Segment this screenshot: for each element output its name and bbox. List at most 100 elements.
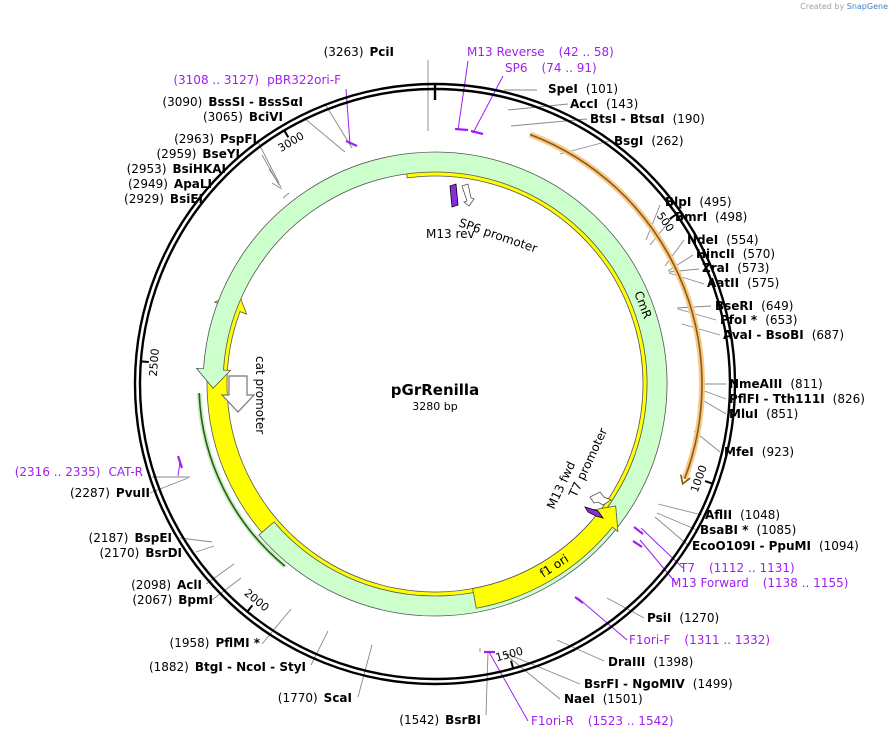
primer-pbr322ori-f: (3108 .. 3127)pBR322ori-F (173, 73, 341, 87)
leader-line (205, 563, 235, 585)
primer-leader (457, 60, 469, 131)
leader-line (271, 182, 283, 190)
site-ndei: NdeI(554) (687, 233, 759, 247)
feature-orf-arrowhead (680, 474, 691, 486)
primer-site-mark (633, 526, 644, 535)
site-aflii: AflII(1048) (705, 508, 780, 522)
site-nmeaiii: NmeAIII(811) (729, 377, 823, 391)
leader-line (211, 577, 242, 601)
site-pcii: (3263)PciI (324, 45, 394, 59)
m13-fwd-feature (584, 491, 612, 519)
site-scai: (1770)ScaI (278, 691, 352, 705)
leader-line (649, 217, 673, 246)
primer-site-mark (574, 596, 584, 604)
leader-line (667, 254, 694, 272)
leader-line (195, 545, 215, 553)
cat-promoter-label: cat promoter (253, 356, 267, 434)
plasmid-name: pGrRenilla (391, 381, 479, 399)
site-zrai: ZraI(573) (702, 261, 769, 275)
tick-label-2500: 2500 (147, 348, 162, 377)
primer-site-mark (345, 139, 358, 148)
site-bsssi: (3090)BssSI - BssSαI (162, 95, 303, 109)
leader-line (645, 204, 661, 241)
m13-rev-feature (449, 183, 475, 208)
primer-m13-forward: M13 Forward(1138 .. 1155) (671, 576, 848, 590)
leader-line (179, 537, 213, 543)
leader-line (681, 323, 721, 336)
leader-line (257, 141, 280, 184)
leader-line (677, 308, 717, 321)
site-pspfi: (2963)PspFI (174, 132, 257, 146)
leader-line (556, 639, 605, 662)
feature-orf-line (529, 133, 703, 480)
site-bsihkai: (2953)BsiHKAI (127, 162, 226, 176)
feature-arrows: oriCmRf1 ori (195, 131, 705, 617)
site-spei: SpeI(101) (548, 82, 618, 96)
leader-line (504, 652, 581, 685)
leader-line (664, 239, 685, 267)
leader-line (303, 117, 346, 153)
primer-leader (488, 651, 529, 722)
cmr-orf-line (198, 393, 286, 567)
leader-line (282, 192, 290, 199)
leader-line (505, 654, 561, 700)
site-bsrfi: BsrFI - NgoMIV(1499) (584, 677, 733, 691)
leader-line (268, 168, 282, 188)
site-bspei: (2187)BspEI (89, 531, 172, 545)
tick-1500 (510, 660, 515, 669)
leader-line (668, 272, 705, 285)
site-bsrdi: (2170)BsrDI (99, 546, 182, 560)
t7-promoter-glyph (589, 491, 612, 506)
leader-line (510, 118, 588, 127)
feature-arrow-f1-ori (472, 505, 619, 609)
right-site-labels: SpeI(101) AccI(143) BtsI - BtsαI(190) Bs… (548, 82, 865, 706)
site-bseri: BseRI(649) (715, 299, 793, 313)
primer-site-mark (176, 455, 184, 469)
site-pflmi: (1958)PflMI * (170, 636, 261, 650)
primer-f1ori-f: F1ori-F(1311 .. 1332) (629, 633, 770, 647)
site-pflfi: PflFI - Tth111I(826) (729, 392, 865, 406)
left-site-labels: (3263)PciI (3090)BssSI - BssSαI (3065)Bc… (70, 45, 481, 727)
site-bsgi: BsgI(262) (614, 134, 684, 148)
site-pfoi: PfoI *(653) (720, 313, 797, 327)
leader-lines (149, 60, 727, 722)
site-mfei: MfeI(923) (724, 445, 794, 459)
tick-2000 (246, 604, 254, 613)
cat-promoter-glyph (220, 375, 256, 413)
site-draiii: DraIII(1398) (608, 655, 693, 669)
primer-m13-reverse: M13 Reverse(42 .. 58) (467, 45, 614, 59)
sp6-promoter-glyph (461, 183, 475, 207)
primer-cat-r: (2316 .. 2335)CAT-R (15, 465, 143, 479)
primer-leader (577, 597, 628, 641)
leader-line (261, 608, 292, 645)
site-btsi: BtsI - BtsαI(190) (590, 112, 705, 126)
tick-label-1500: 1500 (494, 644, 524, 664)
site-aatii: AatII(575) (707, 276, 779, 290)
leader-line (485, 651, 489, 716)
snapgene-credit: Created by SnapGene (800, 2, 888, 11)
primer-leader (472, 75, 504, 134)
site-bmri: BmrI(498) (675, 210, 747, 224)
site-acli: (2098)AclI (131, 578, 202, 592)
site-bsrbi: (1542)BsrBI (399, 713, 481, 727)
primer-t7: T7(1112 .. 1131) (679, 561, 795, 575)
site-bsabi: BsaBI *(1085) (700, 523, 796, 537)
site-ecoo109i: EcoO109I - PpuMI(1094) (692, 539, 859, 553)
site-bpmi: (2067)BpmI (132, 593, 213, 607)
site-apali: (2949)ApaLI (128, 177, 212, 191)
feature-arrow-cmr (195, 151, 668, 617)
tick-3000 (283, 129, 290, 138)
site-blpi: BlpI(495) (665, 195, 732, 209)
site-psii: PsiI(1270) (647, 611, 719, 625)
site-bseyi: (2959)BseYI (157, 147, 241, 161)
primer-sp6: SP6(74 .. 91) (505, 61, 597, 75)
site-naei: NaeI(1501) (564, 692, 643, 706)
plasmid-size: 3280 bp (412, 400, 457, 413)
site-bcivi: (3065)BciVI (203, 110, 283, 124)
site-acci: AccI(143) (570, 97, 638, 111)
site-bsiei: (2929)BsiEI (124, 192, 203, 206)
primer-site-mark (470, 129, 484, 136)
site-btgi: (1882)BtgI - NcoI - StyI (149, 660, 306, 674)
leader-line (676, 305, 712, 309)
